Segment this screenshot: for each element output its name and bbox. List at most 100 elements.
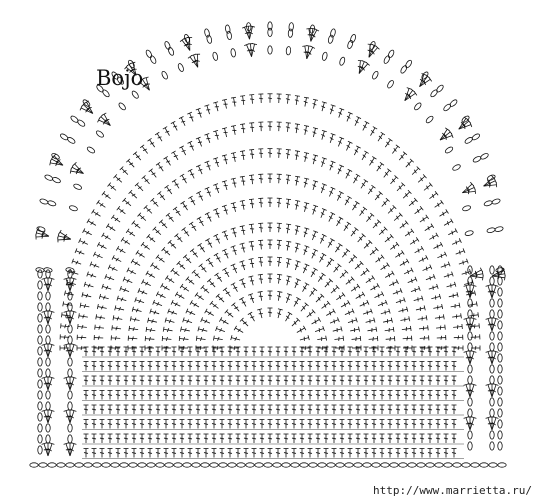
double-crochet-symbol: [205, 238, 213, 248]
double-crochet-symbol: [204, 212, 212, 222]
chain-stitch-symbol: [486, 227, 496, 234]
double-crochet-symbol: [130, 258, 141, 266]
chain-stitch-symbol: [267, 21, 273, 31]
double-crochet-symbol: [187, 346, 193, 356]
double-crochet-symbol: [235, 448, 241, 458]
double-crochet-symbol: [283, 346, 289, 356]
double-crochet-symbol: [427, 433, 433, 443]
double-crochet-symbol: [145, 270, 156, 278]
double-crochet-symbol: [257, 291, 263, 301]
double-crochet-symbol: [93, 335, 104, 341]
double-crochet-symbol: [379, 404, 385, 414]
double-crochet-symbol: [139, 375, 145, 385]
double-crochet-symbol: [285, 149, 291, 159]
double-crochet-symbol: [91, 375, 97, 385]
double-crochet-symbol: [179, 404, 185, 414]
double-crochet-symbol: [83, 419, 89, 429]
chain-stitch-symbol: [387, 49, 395, 59]
double-crochet-symbol: [139, 448, 145, 458]
double-crochet-symbol: [251, 448, 257, 458]
double-crochet-symbol: [491, 284, 499, 299]
double-crochet-symbol: [239, 150, 246, 161]
double-crochet-symbol: [286, 293, 292, 304]
double-crochet-symbol: [372, 219, 382, 229]
double-crochet-symbol: [171, 150, 179, 161]
chain-stitch-symbol: [209, 462, 219, 468]
chain-stitch-symbol: [321, 51, 328, 61]
double-crochet-symbol: [155, 375, 161, 385]
double-crochet-symbol: [275, 361, 281, 371]
double-crochet-symbol: [91, 419, 97, 429]
double-crochet-symbol: [323, 375, 329, 385]
double-crochet-symbol: [299, 390, 305, 400]
double-crochet-symbol: [123, 448, 129, 458]
double-crochet-symbol: [267, 256, 273, 266]
double-crochet-symbol: [371, 433, 377, 443]
double-crochet-symbol: [258, 121, 264, 132]
double-crochet-symbol: [379, 346, 385, 356]
double-crochet-symbol: [275, 404, 281, 414]
double-crochet-symbol: [211, 390, 217, 400]
chain-stitch-symbol: [37, 379, 43, 389]
double-crochet-symbol: [219, 375, 225, 385]
double-crochet-symbol: [164, 275, 175, 283]
chain-stitch-symbol: [272, 462, 282, 468]
double-crochet-symbol: [312, 180, 319, 191]
double-crochet-symbol: [342, 248, 351, 258]
double-crochet-symbol: [469, 284, 477, 299]
double-crochet-symbol: [195, 136, 203, 147]
double-crochet-symbol: [343, 221, 352, 232]
double-crochet-symbol: [363, 448, 369, 458]
double-crochet-symbol: [329, 186, 336, 197]
double-crochet-symbol: [179, 375, 185, 385]
double-crochet-symbol: [387, 375, 393, 385]
chain-stitch-symbol: [467, 364, 473, 374]
double-crochet-symbol: [267, 361, 273, 371]
double-crochet-symbol: [491, 350, 499, 365]
double-crochet-symbol: [137, 212, 147, 221]
double-crochet-symbol: [148, 168, 157, 178]
chain-stitch-symbol: [82, 99, 91, 107]
double-crochet-symbol: [360, 179, 369, 189]
double-crochet-symbol: [158, 219, 168, 229]
double-crochet-symbol: [161, 345, 171, 351]
double-crochet-symbol: [277, 308, 283, 319]
double-crochet-symbol: [171, 375, 177, 385]
double-crochet-symbol: [83, 448, 89, 458]
double-crochet-symbol: [248, 198, 255, 209]
double-crochet-symbol: [283, 433, 289, 443]
double-crochet-symbol: [358, 61, 370, 74]
double-crochet-symbol: [187, 37, 193, 51]
double-crochet-symbol: [338, 136, 345, 147]
double-crochet-symbol: [213, 208, 220, 218]
chain-stitch-symbol: [164, 462, 174, 468]
double-crochet-symbol: [315, 361, 321, 371]
double-crochet-symbol: [125, 228, 136, 237]
double-crochet-symbol: [83, 390, 89, 400]
double-crochet-symbol: [350, 227, 359, 237]
double-crochet-symbol: [371, 361, 377, 371]
chain-stitch-symbol: [467, 397, 473, 407]
double-crochet-symbol: [135, 250, 145, 258]
double-crochet-symbol: [443, 218, 454, 226]
double-crochet-symbol: [96, 304, 107, 310]
chain-stitch-symbol: [37, 291, 43, 301]
chain-stitch-symbol: [489, 331, 495, 341]
chain-stitch-symbol: [67, 357, 73, 367]
double-crochet-symbol: [310, 28, 320, 42]
double-crochet-symbol: [276, 173, 282, 184]
double-crochet-symbol: [303, 227, 310, 238]
double-crochet-symbol: [107, 419, 113, 429]
double-crochet-symbol: [189, 248, 198, 258]
double-crochet-symbol: [99, 361, 105, 371]
double-crochet-symbol: [180, 200, 188, 211]
double-crochet-symbol: [294, 175, 301, 186]
chain-stitch-symbol: [37, 269, 43, 279]
double-crochet-symbol: [203, 419, 209, 429]
double-crochet-symbol: [446, 281, 457, 288]
double-crochet-symbol: [160, 283, 170, 291]
double-crochet-symbol: [300, 302, 309, 312]
chain-stitch-symbol: [489, 276, 495, 286]
chain-stitch-symbol: [434, 462, 444, 468]
double-crochet-symbol: [411, 375, 417, 385]
